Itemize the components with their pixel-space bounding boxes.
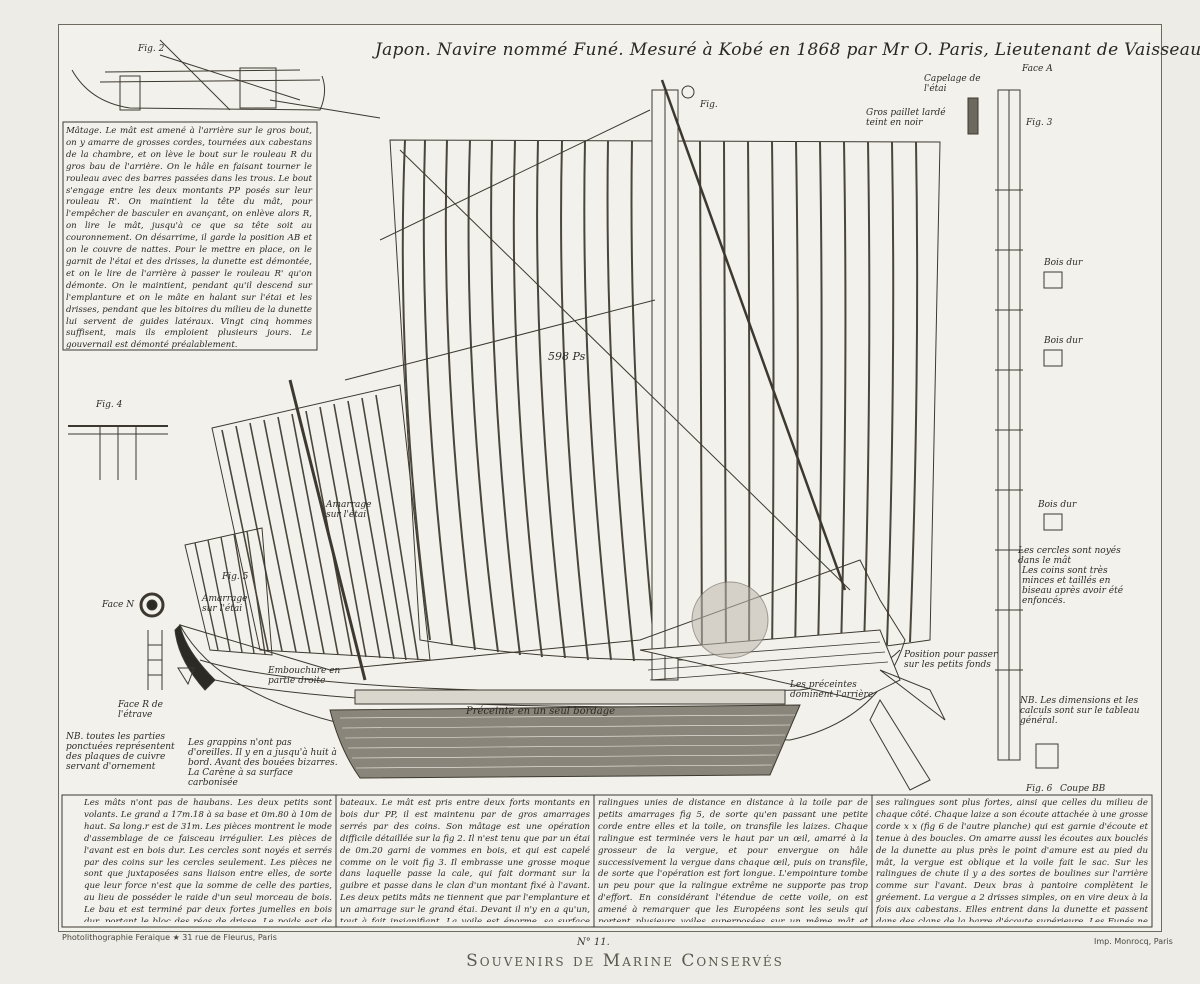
text-column-3: ralingues unies de distance en distance …: [598, 798, 868, 922]
label-face-r: Face R de l'étrave: [118, 700, 163, 720]
label-fig3: Fig. 3: [1026, 118, 1053, 128]
label-dimensions: NB. Les dimensions et les calculs sont s…: [1020, 696, 1140, 726]
label-nb-left: NB. toutes les parties ponctuées représe…: [66, 732, 175, 772]
label-position: Position pour passer sur les petits fond…: [904, 650, 998, 670]
plate-border: [58, 24, 1162, 932]
label-face-n: Face N: [102, 600, 135, 610]
plate-number: N° 11.: [577, 937, 610, 948]
text-column-1: Les mâts n'ont pas de haubans. Les deux …: [84, 798, 332, 922]
label-bois-dur-3: Bois dur: [1038, 500, 1077, 510]
label-fig2: Fig. 2: [138, 44, 165, 54]
text-column-2: bateaux. Le mât est pris entre deux fort…: [340, 798, 590, 922]
main-sail-outline: [389, 139, 941, 661]
label-face-a: Face A: [1022, 64, 1053, 74]
fig2-sketch: [71, 39, 381, 119]
text-matage: Mâtage. Le mât est amené à l'arrière sur…: [66, 126, 312, 351]
label-capelage: Capelage de l'étai: [924, 74, 981, 94]
label-fig6: Fig. 6: [1026, 784, 1053, 794]
label-cercles: Les cercles sont noyés dans le mât: [1018, 546, 1121, 566]
label-coupe: Coupe BB: [1060, 784, 1106, 794]
label-sail-number: 598 Ps: [548, 350, 586, 363]
label-preceintes: Les préceintes dominent l'arrière: [790, 680, 874, 700]
fore-sail-outline: [211, 384, 431, 661]
label-preceinte: Préceinte en un seul bordage: [466, 706, 616, 717]
label-grappins: Les grappins n'ont pas d'oreilles. Il y …: [188, 738, 338, 788]
text-column-4: ses ralingues sont plus fortes, ainsi qu…: [876, 798, 1148, 922]
hull-bottom: [329, 704, 801, 779]
label-bois-dur-1: Bois dur: [1044, 258, 1083, 268]
plate-title: Japon. Navire nommé Funé. Mesuré à Kobé …: [375, 40, 1200, 60]
fig4-sketch: [68, 425, 168, 480]
label-coins: Les coins sont très minces et taillés en…: [1022, 566, 1124, 606]
label-fig5: Fig. 5: [222, 572, 249, 582]
series-title: Souvenirs de Marine Conservés: [466, 951, 784, 971]
label-fig: Fig.: [700, 100, 718, 110]
hull: [178, 559, 906, 741]
label-amarrage-etai-2: Amarrage sur l'étai: [202, 594, 248, 614]
footer-imprint: Imp. Monrocq, Paris: [1094, 937, 1173, 946]
label-amarrage-etai: Amarrage sur l'étai: [326, 500, 372, 520]
label-fig4: Fig. 4: [96, 400, 123, 410]
label-gros-paillet: Gros paillet lardé teint en noir: [866, 108, 946, 128]
label-embouchure: Embouchure en partie droite: [268, 666, 341, 686]
label-bois-dur-2: Bois dur: [1044, 336, 1083, 346]
footer-printer: Photolithographie Feraique ★ 31 rue de F…: [62, 933, 277, 942]
